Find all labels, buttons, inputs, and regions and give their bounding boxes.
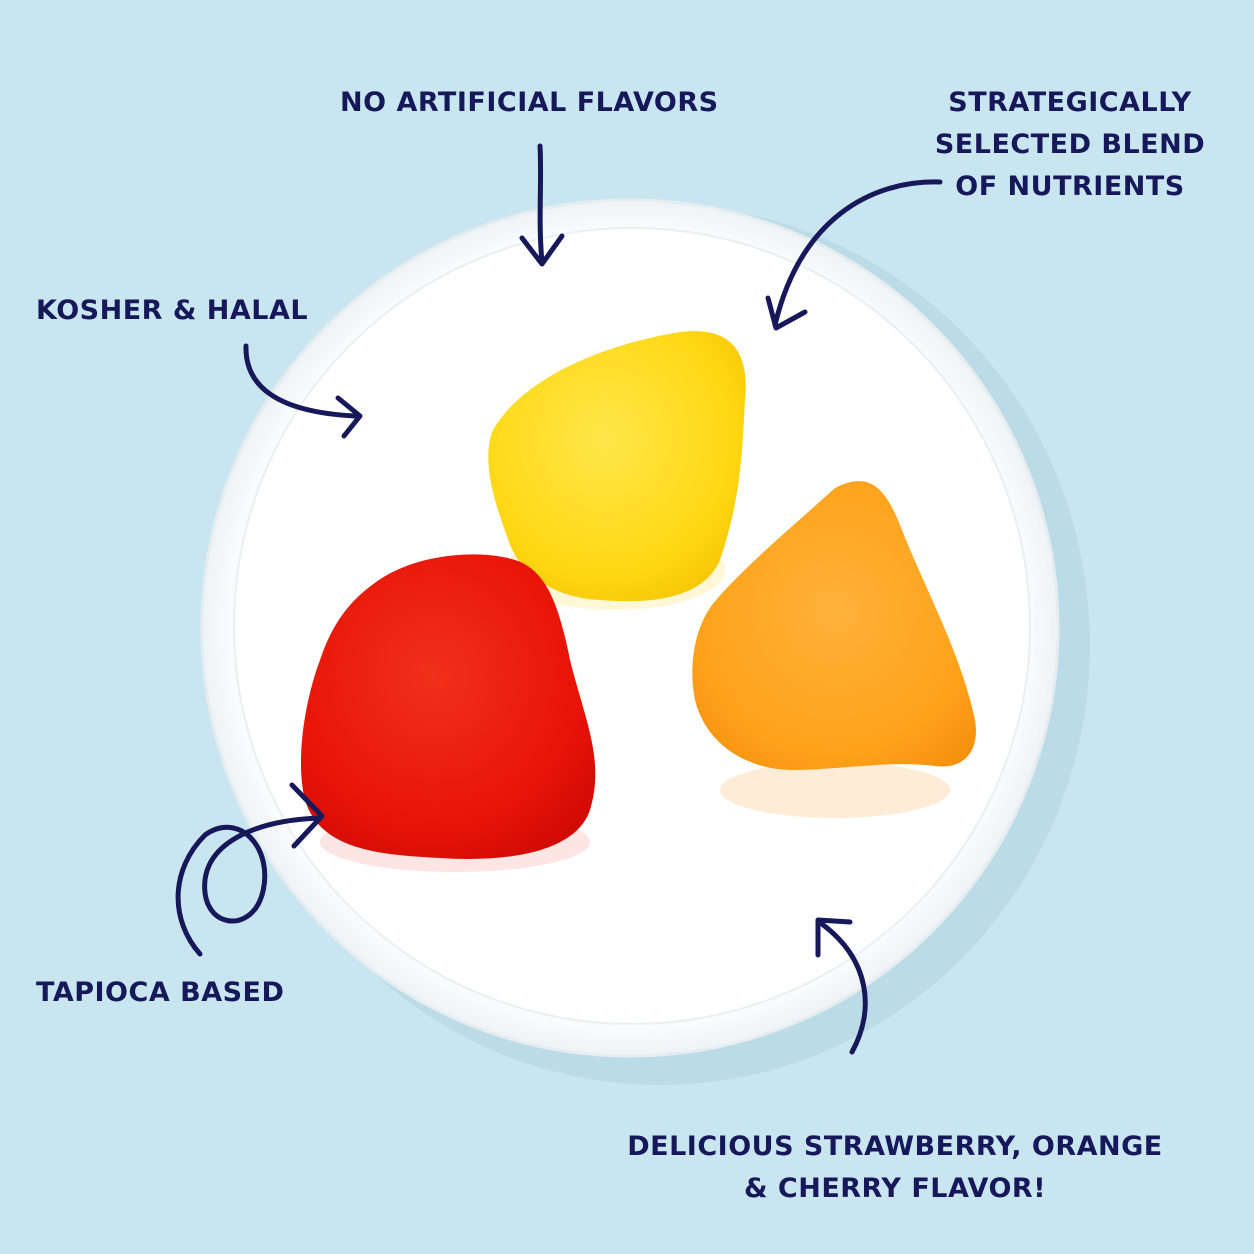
label-flavors: DELICIOUS STRAWBERRY, ORANGE & CHERRY FL… (620, 1126, 1170, 1210)
arrow-down-icon (519, 143, 565, 267)
label-tapioca-based: TAPIOCA BASED (36, 977, 285, 1008)
label-line: DELICIOUS STRAWBERRY, ORANGE (627, 1131, 1163, 1162)
curved-arrow-right-icon (243, 343, 363, 439)
red-gummy (300, 554, 596, 859)
label-kosher-halal: KOSHER & HALAL (36, 295, 309, 326)
curved-arrow-down-left-icon (765, 179, 943, 331)
label-line: OF NUTRIENTS (955, 171, 1185, 202)
yellow-gummy (488, 331, 746, 602)
orange-gummy (692, 481, 976, 770)
label-no-artificial-flavors: NO ARTIFICIAL FLAVORS (340, 87, 719, 118)
loop-arrow-icon (175, 782, 325, 957)
curved-arrow-up-icon (815, 917, 868, 1055)
label-line: SELECTED BLEND (934, 129, 1206, 160)
label-line: STRATEGICALLY (948, 87, 1192, 118)
label-line: & CHERRY FLAVOR! (743, 1173, 1047, 1204)
label-nutrient-blend: STRATEGICALLY SELECTED BLEND OF NUTRIENT… (930, 82, 1210, 208)
